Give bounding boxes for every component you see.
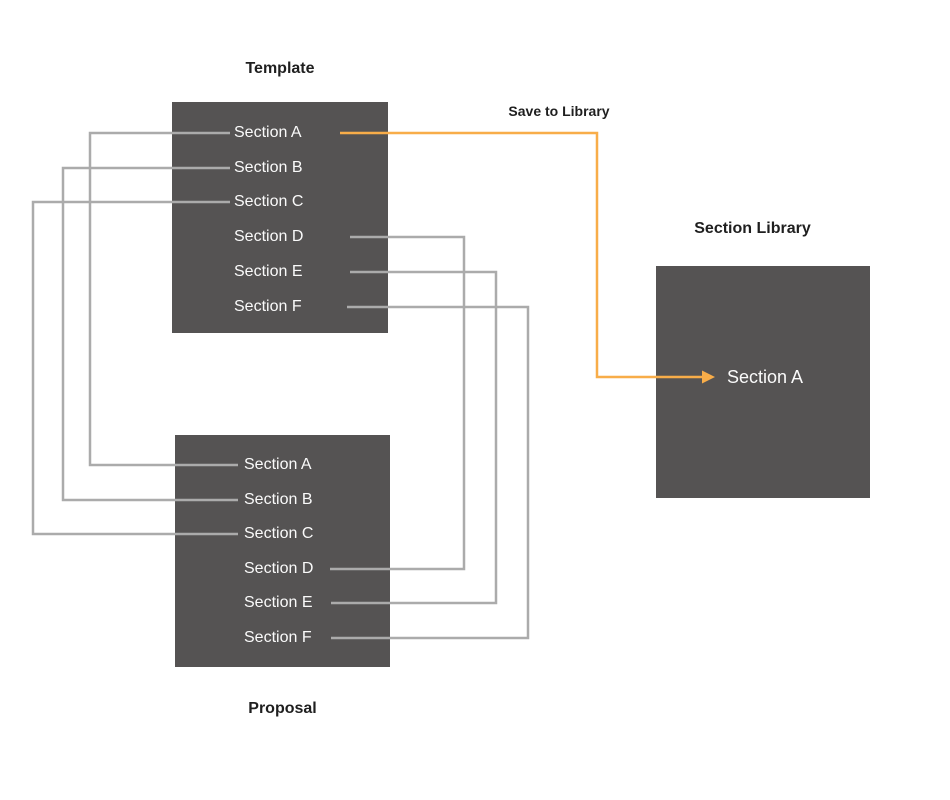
proposal-section-b-label: Section B [244, 491, 313, 508]
template-section-e-label: Section E [234, 263, 303, 280]
template-section-b-label: Section B [234, 159, 303, 176]
section-library-title: Section Library [694, 220, 811, 237]
save-to-library-annotation: Save to Library [508, 103, 610, 119]
proposal-section-d-label: Section D [244, 560, 314, 577]
proposal-section-e-label: Section E [244, 594, 313, 611]
template-section-d-label: Section D [234, 228, 304, 245]
template-section-f-label: Section F [234, 298, 302, 315]
proposal-section-f-label: Section F [244, 629, 312, 646]
template-section-a-label: Section A [234, 124, 302, 141]
template-section-c-label: Section C [234, 193, 304, 210]
save-to-library-arrow-line [340, 131, 704, 379]
proposal-section-a-label: Section A [244, 456, 312, 473]
proposal-section-c-label: Section C [244, 525, 314, 542]
template-title: Template [245, 60, 315, 77]
library-section-a-label: Section A [727, 367, 804, 387]
proposal-title: Proposal [248, 700, 317, 717]
